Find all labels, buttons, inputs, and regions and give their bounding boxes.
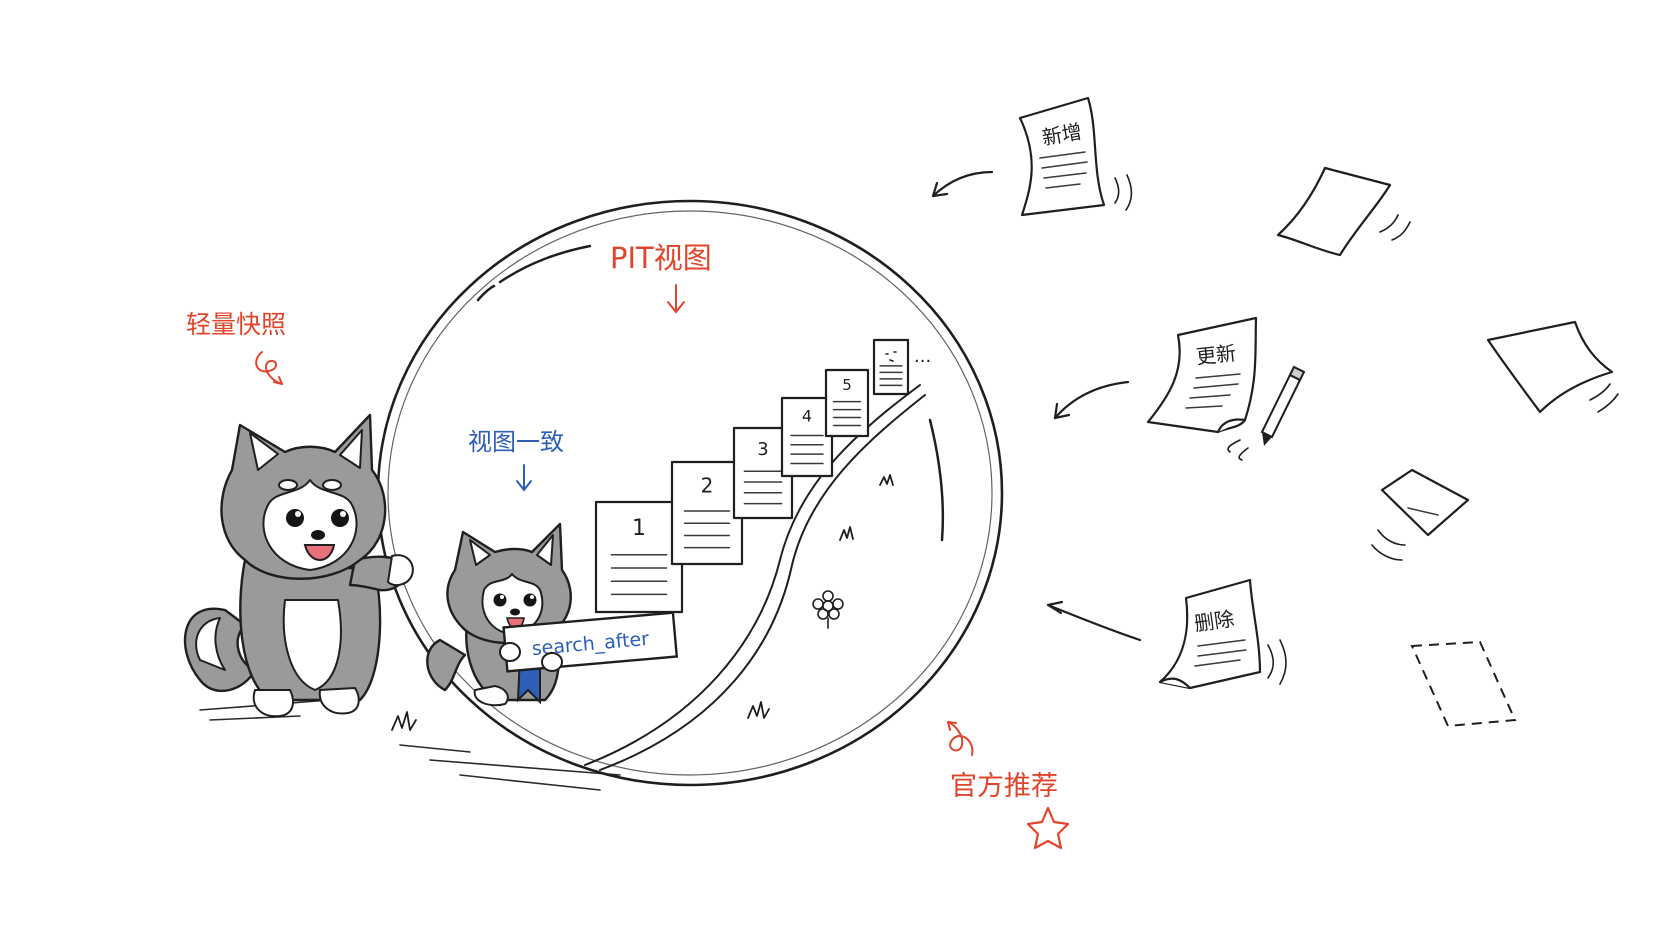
left-arrow-icon [1053, 380, 1130, 420]
page-number: 2 [701, 474, 714, 498]
page-number: 5 [842, 376, 852, 394]
left-arrow-icon [931, 170, 994, 198]
label-lightweight-snapshot: 轻量快照 [186, 310, 286, 339]
doc-delete: 删除 [1158, 578, 1287, 690]
label-pit-view: PIT视图 [610, 241, 712, 275]
flower-icon [812, 590, 844, 629]
curly-arrow-icon [947, 721, 974, 756]
page-card: 4 [780, 396, 834, 478]
left-arrow-icon [1046, 600, 1142, 642]
flying-paper [1371, 468, 1470, 561]
page-card: 5 [824, 368, 870, 438]
search-after-sign: search_after [499, 611, 679, 705]
flying-paper [1276, 166, 1411, 257]
grass-tufts [391, 474, 894, 731]
pencil-icon [1227, 365, 1306, 461]
flying-paper [1486, 320, 1619, 414]
large-husky-mascot [183, 413, 414, 718]
page-card-blank [872, 338, 910, 396]
down-arrow-icon [516, 464, 532, 492]
down-arrow-icon [667, 284, 685, 314]
star-icon [1026, 806, 1070, 850]
doc-insert: 新增 [1018, 96, 1133, 217]
curly-arrow-icon [255, 351, 283, 385]
small-husky-mascot [426, 522, 572, 707]
doc-update: 更新 [1146, 316, 1258, 434]
doc-delete-label: 删除 [1193, 606, 1236, 635]
label-officially-recommended: 官方推荐 [950, 771, 1058, 802]
page-number: 3 [757, 439, 768, 460]
pages-staircase: 1 2 3 4 5 [594, 338, 910, 614]
doc-update-label: 更新 [1195, 341, 1237, 369]
deleted-paper-outline [1410, 640, 1517, 728]
page-card: 1 [594, 500, 684, 614]
label-view-consistent: 视图一致 [468, 428, 564, 456]
more-pages-ellipsis: ... [914, 346, 931, 367]
page-number: 4 [802, 406, 812, 425]
page-number: 1 [632, 516, 646, 541]
page-card: 2 [670, 460, 744, 566]
